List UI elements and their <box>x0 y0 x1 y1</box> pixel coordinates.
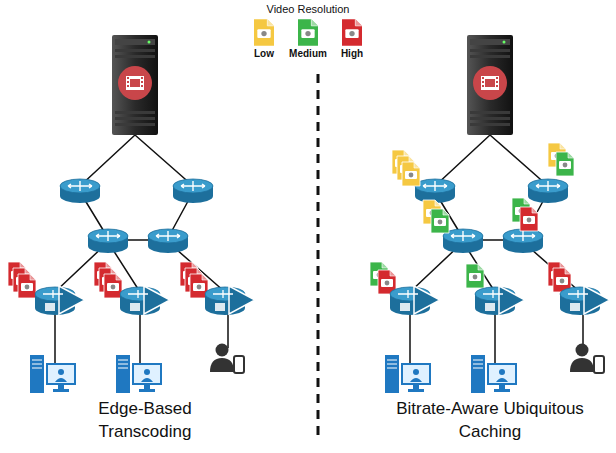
resolution-swatch <box>254 19 274 46</box>
resolution-swatch <box>298 19 318 46</box>
legend-label: Medium <box>286 48 330 59</box>
legend-item: High <box>330 19 374 59</box>
legend-label: Low <box>242 48 286 59</box>
panel-caption: Bitrate-Aware Ubiquitous Caching <box>380 398 600 444</box>
legend-heading: Video Resolution <box>223 2 393 17</box>
resolution-swatch <box>342 19 362 46</box>
panel-caption: Edge-Based Transcoding <box>80 398 210 444</box>
legend-item: Low <box>242 19 286 59</box>
legend-label: High <box>330 48 374 59</box>
legend-item: Medium <box>286 19 330 59</box>
